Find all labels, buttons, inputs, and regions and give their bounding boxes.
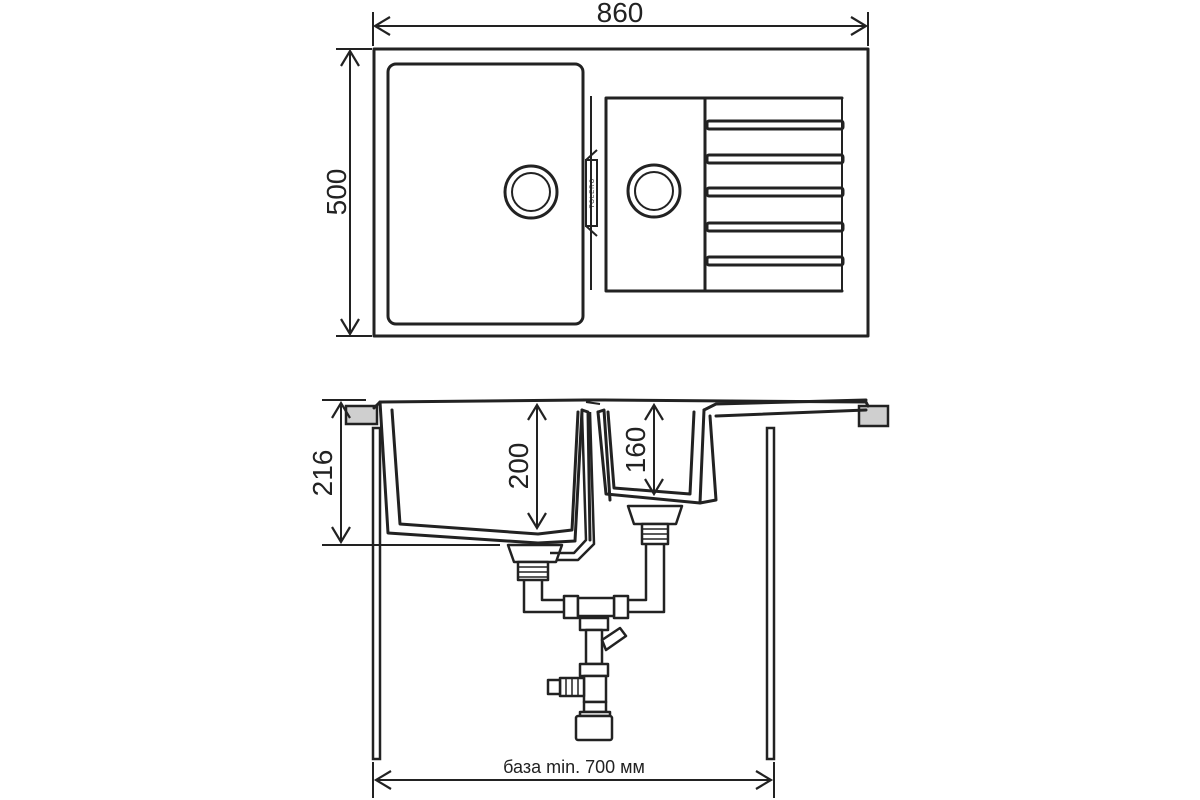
brand-logo: TOLERO: [590, 178, 596, 209]
secondary-drain-fitting: [626, 504, 684, 526]
cabinet-wall-left: [371, 426, 382, 761]
main-bowl: [386, 62, 585, 326]
depth-dimension: 500: [321, 48, 372, 337]
secondary-drain-inner: [634, 171, 674, 211]
width-dimension: 860: [372, 0, 869, 46]
main-drain-inner: [511, 172, 551, 212]
secondary-drain-outer: [626, 163, 682, 219]
drainboard: [703, 96, 845, 293]
main-drain-fitting: [506, 543, 564, 564]
secondary-bowl-depth-label: 160: [620, 427, 651, 474]
section-view: 216 200 160: [307, 398, 890, 798]
cabinet-wall-right: [765, 426, 776, 761]
main-bowl-depth-label: 200: [503, 443, 534, 490]
width-label: 860: [597, 0, 644, 28]
base-dimension: база min. 700 мм: [372, 757, 775, 798]
base-dimension-label: база min. 700 мм: [503, 757, 645, 777]
total-height-dimension: 216: [307, 399, 500, 546]
sink-outline: [372, 47, 870, 338]
top-view: 860 500 TOLERO: [321, 0, 870, 338]
depth-label: 500: [321, 169, 352, 216]
drainboard-grooves: [705, 119, 845, 267]
total-height-label: 216: [307, 450, 338, 497]
secondary-bowl: [604, 96, 707, 293]
countertop-left: [344, 404, 379, 426]
siphon-assembly: [506, 411, 684, 742]
overflow-strip: [585, 96, 598, 290]
main-bowl-depth-dimension: 200: [503, 402, 547, 531]
main-drain-outer: [503, 164, 559, 220]
secondary-bowl-depth-dimension: 160: [620, 402, 664, 497]
